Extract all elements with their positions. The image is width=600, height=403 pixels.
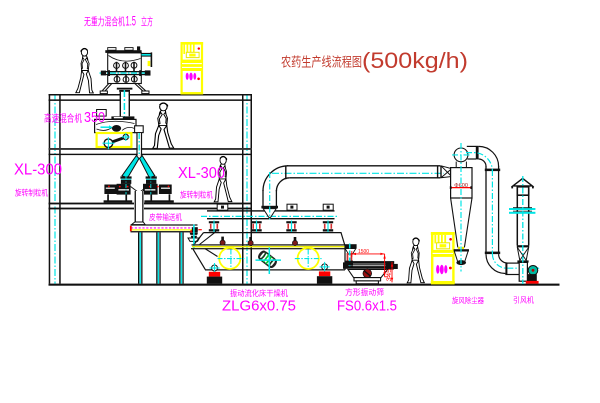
svg-text:345: 345	[386, 268, 393, 282]
svg-text:农药生产线流程图: 农药生产线流程图	[281, 55, 362, 70]
svg-text:方形振动筛: 方形振动筛	[345, 287, 384, 297]
svg-text:旋转制粒机: 旋转制粒机	[180, 190, 213, 200]
svg-text:高速混合机: 高速混合机	[44, 112, 82, 125]
svg-text:无重力混合机: 无重力混合机	[84, 15, 125, 28]
svg-text:XL-300: XL-300	[14, 162, 62, 179]
svg-text:立方: 立方	[141, 15, 153, 28]
svg-text:(500kg/h): (500kg/h)	[362, 48, 468, 73]
svg-text:1500: 1500	[358, 249, 369, 255]
svg-text:振动流化床干燥机: 振动流化床干燥机	[230, 288, 288, 298]
svg-text:皮带输送机: 皮带输送机	[149, 212, 182, 222]
svg-text:FS0.6x1.5: FS0.6x1.5	[337, 299, 397, 315]
svg-text:引风机: 引风机	[513, 295, 534, 305]
svg-text:旋风除尘器: 旋风除尘器	[452, 295, 484, 305]
svg-text:ZLG6x0.75: ZLG6x0.75	[222, 299, 296, 315]
svg-text:350: 350	[84, 109, 105, 126]
svg-text:1.5: 1.5	[126, 13, 137, 29]
svg-text:XL-300: XL-300	[178, 165, 225, 182]
svg-text:旋转制粒机: 旋转制粒机	[15, 188, 48, 198]
